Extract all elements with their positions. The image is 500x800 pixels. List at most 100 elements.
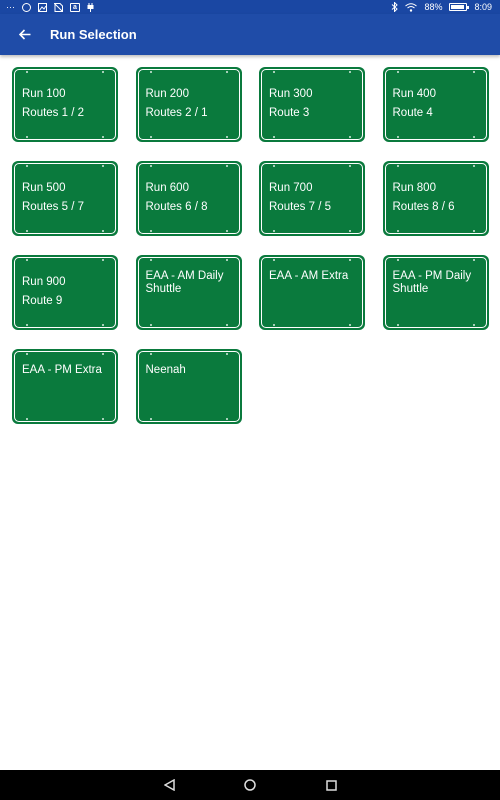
- page-title: Run Selection: [50, 27, 137, 42]
- plug-icon: [87, 2, 94, 12]
- run-sign-button[interactable]: EAA - PM Extra: [12, 349, 118, 424]
- square-recents-icon: [325, 779, 337, 791]
- run-name: Run 600: [145, 182, 189, 194]
- route-name: Route 3: [269, 107, 310, 119]
- triangle-back-icon: [163, 779, 175, 791]
- sign-bolt-icon: [472, 259, 475, 261]
- sign-bolt-icon: [472, 230, 475, 232]
- sign-bolt-icon: [349, 71, 351, 73]
- sign-bolt-icon: [349, 136, 351, 138]
- sign-bolt-icon: [273, 71, 275, 73]
- sign-bolt-icon: [26, 230, 28, 232]
- route-name: Route 9: [22, 295, 63, 307]
- route-name: Route 4: [392, 107, 433, 119]
- battery-icon: [449, 3, 470, 11]
- circle-home-icon: [244, 779, 256, 791]
- sign-bolt-icon: [102, 353, 104, 355]
- sign-bolt-icon: [225, 136, 228, 138]
- sign-bolt-icon: [149, 353, 152, 355]
- nav-home-button[interactable]: [243, 778, 257, 792]
- sign-bolt-icon: [26, 418, 28, 420]
- run-sign-button[interactable]: EAA - AM Daily Shuttle: [135, 255, 242, 330]
- navigation-bar: [0, 770, 500, 800]
- route-name: Routes 8 / 6: [392, 201, 455, 213]
- sign-bolt-icon: [349, 230, 351, 232]
- run-name: Run 100: [22, 88, 66, 100]
- sign-bolt-icon: [102, 136, 104, 138]
- sign-bolt-icon: [102, 324, 104, 326]
- run-sign-button[interactable]: EAA - AM Extra: [259, 255, 365, 330]
- sign-bolt-icon: [472, 136, 475, 138]
- run-sign-button[interactable]: EAA - PM Daily Shuttle: [382, 255, 489, 330]
- status-left-icons: ··· a: [6, 1, 94, 12]
- alexa-icon: [22, 2, 31, 12]
- run-name: EAA - AM Daily Shuttle: [145, 270, 224, 295]
- route-name: Routes 7 / 5: [269, 201, 332, 213]
- run-sign-button[interactable]: Neenah: [135, 349, 242, 424]
- more-notifications-icon: ···: [6, 1, 15, 12]
- run-name: EAA - PM Daily Shuttle: [392, 270, 472, 295]
- run-name: Run 300: [269, 88, 313, 100]
- clock-time: 8:09: [474, 2, 492, 12]
- nav-back-button[interactable]: [162, 778, 176, 792]
- battery-percent: 88%: [424, 2, 443, 12]
- sign-bolt-icon: [225, 259, 228, 261]
- sign-bolt-icon: [225, 353, 228, 355]
- nav-recents-button[interactable]: [324, 778, 338, 792]
- sign-bolt-icon: [349, 259, 351, 261]
- route-name: Routes 6 / 8: [145, 201, 208, 213]
- sign-bolt-icon: [26, 259, 28, 261]
- sign-bolt-icon: [273, 136, 275, 138]
- run-name: EAA - AM Extra: [269, 270, 349, 282]
- run-name: Run 800: [392, 182, 436, 194]
- sign-bolt-icon: [26, 324, 28, 326]
- sign-bolt-icon: [102, 259, 104, 261]
- sign-text: EAA - PM Daily Shuttle: [393, 270, 483, 296]
- status-right-icons: 88% 8:09: [391, 2, 492, 12]
- sign-bolt-icon: [225, 71, 228, 73]
- sign-bolt-icon: [225, 418, 228, 420]
- sign-bolt-icon: [149, 324, 152, 326]
- sign-bolt-icon: [273, 324, 275, 326]
- back-button[interactable]: [0, 14, 50, 55]
- wifi-icon: [405, 2, 418, 12]
- sign-bolt-icon: [349, 165, 351, 167]
- sign-text: EAA - AM Daily Shuttle: [146, 270, 236, 296]
- sign-bolt-icon: [149, 165, 152, 167]
- sign-bolt-icon: [273, 165, 275, 167]
- sign-bolt-icon: [472, 165, 475, 167]
- sign-bolt-icon: [149, 230, 152, 232]
- sign-bolt-icon: [273, 230, 275, 232]
- sign-bolt-icon: [26, 71, 28, 73]
- image-icon: [38, 2, 47, 12]
- sign-bolt-icon: [225, 324, 228, 326]
- sign-bolt-icon: [149, 136, 152, 138]
- app-bar: Run Selection: [0, 14, 500, 55]
- run-name: Neenah: [145, 364, 186, 376]
- arrow-left-icon: [19, 29, 31, 40]
- sign-bolt-icon: [396, 136, 399, 138]
- sign-bolt-icon: [149, 71, 152, 73]
- status-bar: ··· a 88% 8:09: [0, 0, 500, 14]
- sign-bolt-icon: [26, 165, 28, 167]
- sign-bolt-icon: [472, 324, 475, 326]
- run-name: Run 700: [269, 182, 313, 194]
- sign-bolt-icon: [396, 165, 399, 167]
- sign-bolt-icon: [349, 324, 351, 326]
